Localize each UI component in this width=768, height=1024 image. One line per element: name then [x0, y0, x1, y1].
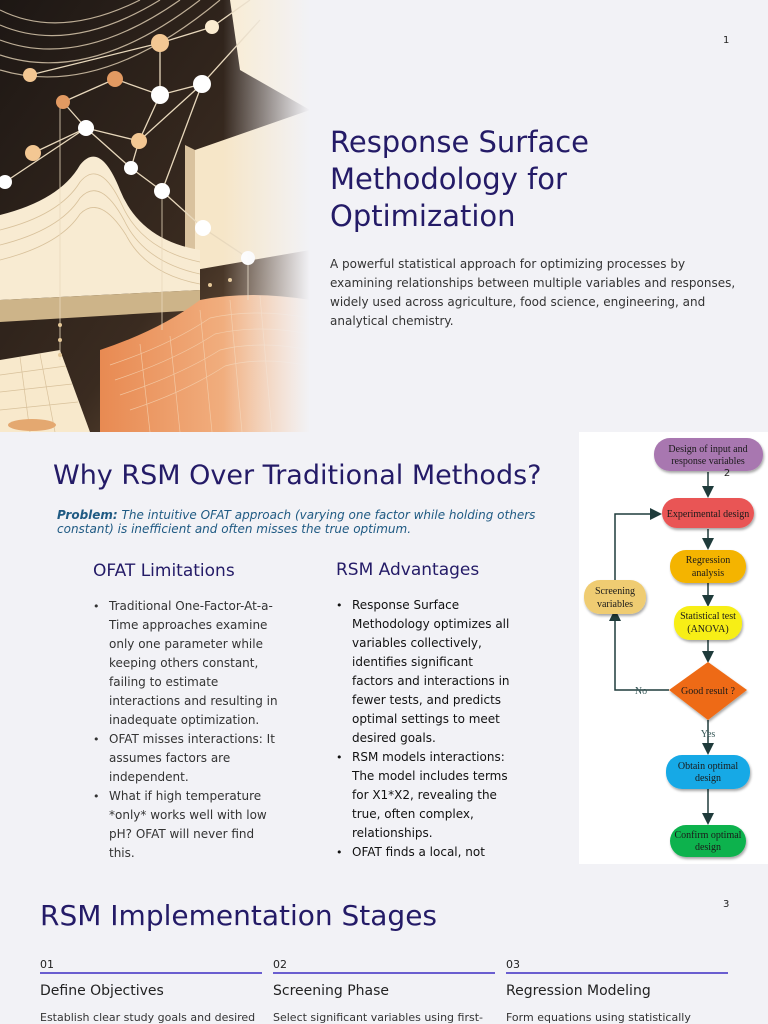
flow-label-confirm-1: Confirm optimal: [675, 830, 742, 841]
slide-description: A powerful statistical approach for opti…: [330, 257, 736, 328]
stage-number: 01: [40, 958, 262, 974]
flow-label-obtain-1: Obtain optimal: [678, 761, 738, 772]
problem-text: The intuitive OFAT approach (varying one…: [57, 508, 536, 536]
list-item: OFAT misses interactions: It assumes fac…: [93, 730, 278, 787]
list-item: OFAT finds a local, not global...: [336, 843, 516, 864]
flow-node-design-input: [654, 438, 763, 471]
flow-label-yes: Yes: [701, 729, 716, 740]
flow-label-regression-1: Regression: [686, 555, 730, 566]
list-item: What if high temperature *only* works we…: [93, 787, 278, 863]
stage-number: 03: [506, 958, 728, 974]
list-item: Response Surface Methodology optimizes a…: [336, 596, 516, 748]
flow-label-obtain-2: design: [695, 773, 721, 784]
slide-implementation-stages: 3 RSM Implementation Stages 01 Define Ob…: [0, 864, 768, 1024]
flow-label-good-result: Good result ?: [681, 686, 735, 697]
flow-label-screening-1: Screening: [595, 586, 635, 597]
stage-title: Regression Modeling: [506, 983, 651, 999]
hero-illustration: [0, 0, 310, 432]
rsm-heading: RSM Advantages: [336, 560, 480, 580]
flow-label-no: No: [635, 686, 647, 697]
rsm-list: Response Surface Methodology optimizes a…: [336, 596, 516, 864]
rsm-advantages-column: RSM Advantages Response Surface Methodol…: [336, 560, 516, 864]
list-item: RSM models interactions: The model inclu…: [336, 748, 516, 843]
ofat-heading: OFAT Limitations: [93, 561, 235, 581]
page-number: 2: [724, 468, 730, 479]
ofat-limitations-column: OFAT Limitations Traditional One-Factor-…: [93, 561, 278, 863]
flow-label-statistical-1: Statistical test: [680, 611, 736, 622]
stage-text: Establish clear study goals and desired: [40, 1011, 256, 1024]
page-number: 1: [723, 35, 730, 46]
flow-label-experimental: Experimental design: [667, 509, 749, 520]
stage-title: Screening Phase: [273, 983, 390, 999]
stage-number: 02: [273, 958, 495, 974]
slide-title-heading: Response Surface Methodology for Optimiz…: [330, 125, 589, 233]
slide-heading: RSM Implementation Stages: [40, 899, 438, 932]
flow-node-screening: [584, 580, 646, 614]
stage-card: 01 Define Objectives Establish clear stu…: [40, 958, 262, 1024]
slide-heading: Why RSM Over Traditional Methods?: [53, 460, 542, 491]
flow-node-statistical-test: [674, 606, 742, 640]
list-item: Traditional One-Factor-At-a-Time approac…: [93, 597, 278, 730]
flow-label-design-input-2: response variables: [671, 456, 745, 467]
ofat-list: Traditional One-Factor-At-a-Time approac…: [93, 597, 278, 863]
flow-node-good-result: [669, 662, 747, 720]
flow-node-obtain-optimal: [666, 755, 750, 789]
flow-label-confirm-2: design: [695, 842, 721, 853]
problem-statement: Problem: The intuitive OFAT approach (va…: [57, 508, 557, 536]
stage-text: Form equations using statistically: [506, 1011, 691, 1024]
flow-label-design-input-1: Design of input and: [668, 444, 747, 455]
slide-title: 1 Response Surface Methodology for Optim…: [0, 0, 768, 432]
rsm-flowchart: Design of input and response variables E…: [579, 432, 768, 864]
stage-card: 03 Regression Modeling Form equations us…: [506, 958, 728, 1024]
flow-label-regression-2: analysis: [692, 568, 724, 579]
stage-card: 02 Screening Phase Select significant va…: [273, 958, 495, 1024]
flow-node-experimental-design: [662, 498, 754, 528]
stage-title: Define Objectives: [40, 983, 164, 999]
problem-label: Problem:: [57, 508, 118, 522]
slide-why-rsm: Why RSM Over Traditional Methods? Proble…: [0, 432, 768, 864]
flow-label-statistical-2: (ANOVA): [687, 624, 728, 635]
stage-text: Select significant variables using first…: [273, 1011, 484, 1024]
flow-label-screening-2: variables: [597, 599, 633, 610]
flow-node-regression: [670, 550, 746, 583]
page-number: 3: [723, 899, 730, 910]
flow-node-confirm-optimal: [670, 825, 746, 857]
